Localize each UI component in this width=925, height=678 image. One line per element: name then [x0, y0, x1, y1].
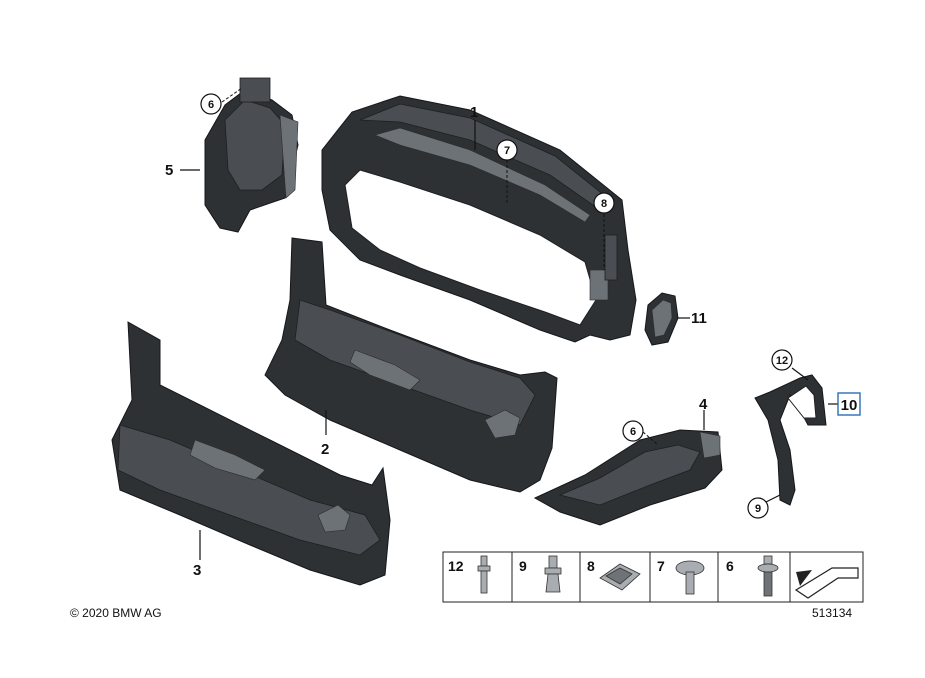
callout-1: 1 — [470, 104, 478, 121]
drawing-number: 513134 — [812, 606, 852, 620]
callout-8-circle — [593, 192, 615, 214]
part-2-air-guide — [264, 237, 558, 493]
callout-9-circle — [747, 497, 769, 519]
callout-3: 3 — [193, 562, 201, 579]
fastener-legend: 12 9 8 7 6 — [442, 551, 864, 603]
legend-7: 7 — [657, 558, 665, 574]
callout-12-circle — [771, 349, 793, 371]
callout-6b-circle — [622, 420, 644, 442]
callout-4: 4 — [699, 396, 708, 413]
direction-arrow-icon — [794, 567, 859, 599]
part-5-duct — [204, 77, 299, 233]
callout-8: 8 — [601, 198, 607, 210]
callout-7-circle — [496, 139, 518, 161]
callout-5: 5 — [165, 162, 173, 179]
callout-6b: 6 — [630, 426, 636, 438]
collar-screw-icon — [757, 555, 779, 597]
part-11-cover — [644, 292, 679, 346]
callout-11: 11 — [691, 310, 707, 327]
legend-12: 12 — [448, 558, 464, 574]
callouts: 1 2 3 4 5 11 6 7 8 6 12 9 10 — [165, 93, 861, 579]
callout-6a-circle — [200, 93, 222, 115]
leader-lines — [180, 87, 838, 560]
legend-9: 9 — [519, 558, 527, 574]
callout-12: 12 — [776, 355, 788, 367]
expanding-rivet-icon — [544, 555, 562, 593]
callout-10: 10 — [841, 397, 858, 414]
legend-8: 8 — [587, 558, 595, 574]
clip-nut-icon — [599, 563, 641, 591]
part-4-duct — [533, 429, 723, 526]
callout-10-box — [837, 392, 861, 416]
screw-icon — [675, 560, 705, 595]
part-10-bracket — [754, 374, 827, 506]
callout-7: 7 — [504, 145, 510, 157]
part-1-frame — [321, 95, 637, 343]
part-3-air-guide — [111, 321, 391, 586]
callout-9: 9 — [755, 503, 761, 515]
copyright: © 2020 BMW AG — [70, 606, 162, 620]
rivet-icon — [477, 555, 491, 594]
callout-2: 2 — [321, 441, 329, 458]
callout-6a: 6 — [208, 99, 214, 111]
legend-6: 6 — [726, 558, 734, 574]
